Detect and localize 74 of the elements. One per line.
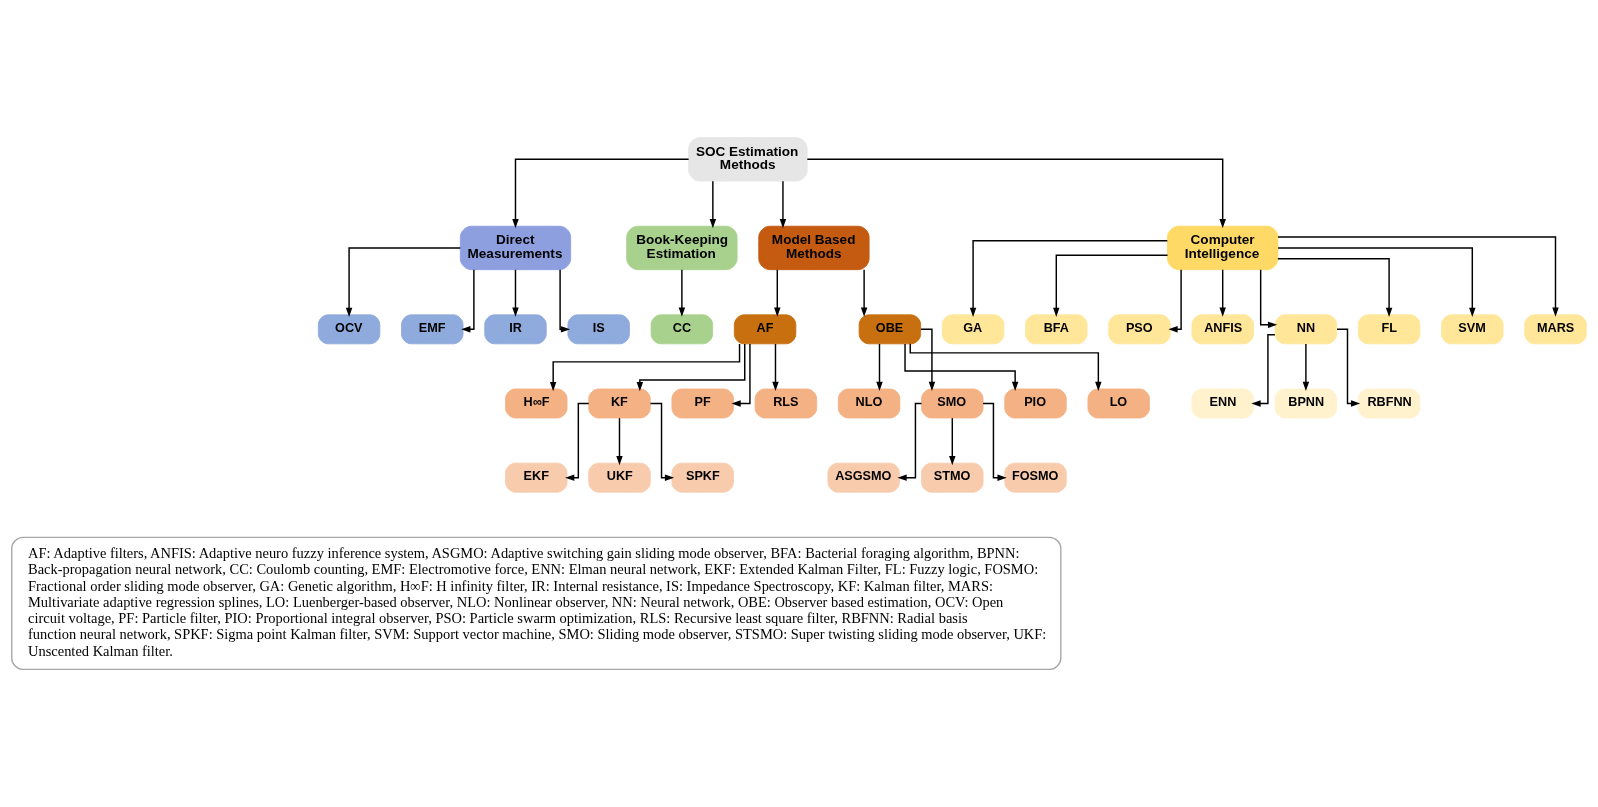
node-box: ASGSMO	[827, 462, 900, 493]
node-box: AF	[733, 314, 797, 345]
node-box: NLO	[837, 388, 901, 419]
node-box: AF: Adaptive filters, ANFIS: Adaptive neuro fuzzy inference system, ASGMO: Adaptive switching gain sliding mode observer, BFA: Bacterial foraging algorithm, BPNN: Back-propagation neural network, CC: Coulomb counting, EMF: Electromotive force, ENN: Elman neural network, EKF: Extended Kalman Filter, FL: Fuzzy logic, FOSMO: Fractional order sliding mode observer, GA: Genetic algorithm, H∞F: H infinity filter, IR: Internal resistance, IS: Impedance Spectroscopy, KF: Kalman filter, MARS: Multivariate adaptive regression splines, LO: Luenberger-based observer, NLO: Nonlinear observer, NN: Neural network, OBE: Observer based estimation, OCV: Open circuit voltage, PF: Particle filter, PIO: Proportional integral observer, PSO: Particle swarm optimization, RLS: Recursive least square filter, RBFNN: Radial basis function neural network, SPKF: Sigma point Kalman filter, SVM: Support vector machine, SMO: Sliding mode observer, STSMO: Super twisting sliding mode observer, UKF: Unscented Kalman filter.	[11, 536, 1062, 671]
arrow	[616, 417, 623, 466]
arrow	[1302, 343, 1310, 392]
arrow	[806, 158, 1226, 229]
arrow	[969, 240, 1169, 317]
arrow	[345, 247, 462, 317]
arrow	[1251, 334, 1276, 407]
node-box: PIO	[1004, 388, 1067, 419]
node-box: STMO	[921, 462, 984, 493]
arrow	[1259, 269, 1278, 329]
node-box: FOSMO	[1004, 462, 1067, 493]
arrow	[774, 269, 781, 317]
node-box: BFA	[1025, 314, 1088, 345]
arrow	[1336, 328, 1361, 407]
arrow	[731, 343, 751, 407]
node-box: EMF	[401, 314, 464, 345]
node-box: ANFIS	[1191, 314, 1254, 345]
node-box: NN	[1274, 314, 1338, 345]
arrow	[512, 158, 690, 229]
node-box: IR	[484, 314, 547, 345]
arrow	[549, 343, 741, 392]
node-box: SPKF	[671, 462, 734, 493]
arrow	[709, 180, 717, 229]
arrow	[649, 402, 675, 481]
node-box: OCV	[317, 314, 381, 345]
arrow	[779, 180, 787, 229]
arrow	[1168, 269, 1182, 333]
node-box: SOC Estimation Methods	[688, 137, 808, 182]
arrow	[678, 269, 686, 317]
arrow	[876, 343, 883, 392]
arrow	[1219, 269, 1226, 317]
arrow	[772, 343, 779, 392]
arrow	[909, 343, 1102, 392]
arrow	[1277, 258, 1393, 317]
node-box: GA	[941, 314, 1005, 345]
arrow	[559, 269, 571, 333]
node-box: EKF	[505, 462, 568, 493]
node-box: BPNN	[1274, 388, 1338, 419]
arrow	[904, 343, 1019, 391]
node-box: IS	[567, 314, 630, 345]
arrow	[1277, 247, 1476, 317]
node-box: PSO	[1108, 314, 1171, 345]
node-box: H∞F	[505, 388, 568, 419]
node-box: MARS	[1524, 314, 1587, 345]
node-box: SVM	[1441, 314, 1504, 345]
arrow	[897, 402, 923, 481]
node-box: PF	[671, 388, 734, 419]
node-box: Book-Keeping Estimation	[626, 225, 738, 271]
node-box: OBE	[858, 314, 922, 345]
node-box: Computer Intelligence	[1167, 225, 1279, 271]
node-box: RLS	[754, 388, 818, 419]
node-box: FL	[1357, 314, 1421, 345]
node-box: SMO	[921, 388, 984, 419]
arrow	[1053, 254, 1169, 317]
arrow	[982, 402, 1007, 481]
arrow	[920, 328, 936, 392]
arrow	[1277, 236, 1559, 317]
arrow	[512, 269, 519, 317]
node-box: LO	[1087, 388, 1150, 419]
arrow	[636, 343, 746, 392]
node-box: KF	[588, 388, 651, 419]
node-box: CC	[650, 314, 714, 345]
arrow	[949, 417, 956, 466]
node-box: Model Based Methods	[758, 225, 870, 271]
node-box: Direct Measurements	[459, 225, 572, 271]
node-box: ENN	[1191, 388, 1254, 419]
node-box: RBFNN	[1357, 388, 1421, 419]
arrow	[565, 402, 590, 481]
node-box: UKF	[588, 462, 651, 493]
arrow	[461, 269, 475, 333]
arrow	[860, 269, 868, 317]
